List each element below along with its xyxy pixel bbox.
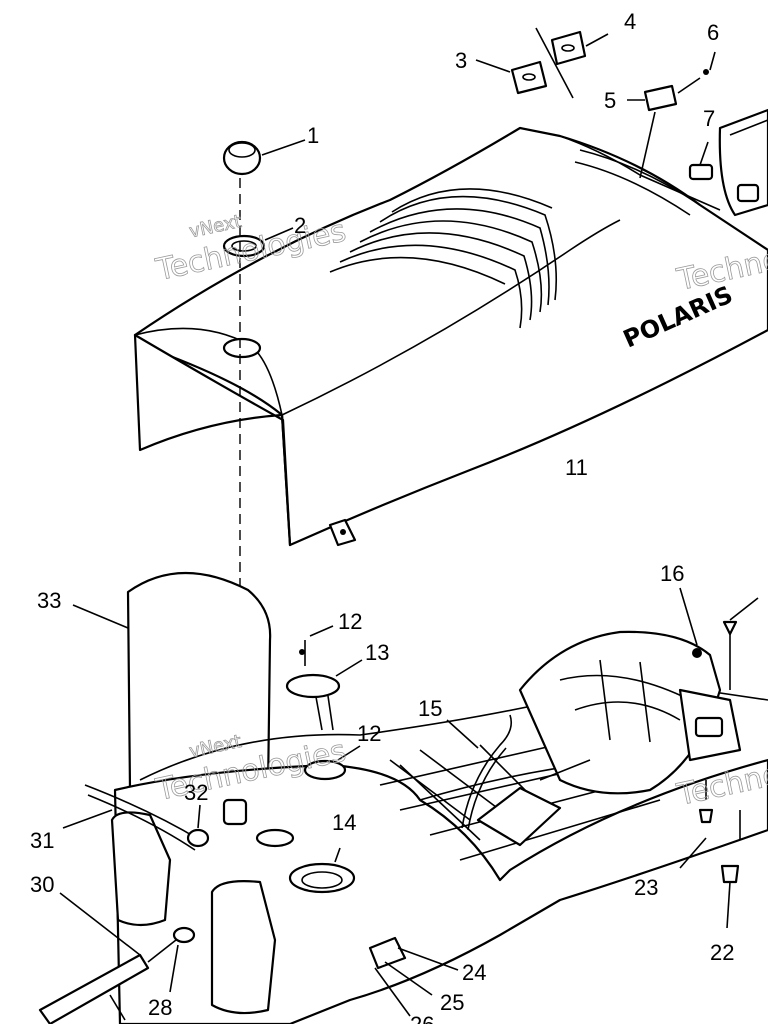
tank-rear-hump (518, 630, 722, 795)
callout-31: 31 (30, 828, 54, 853)
callout-33: 33 (37, 588, 61, 613)
heat-shield (126, 571, 272, 792)
tank-front-pod (210, 880, 277, 1015)
callout-28: 28 (148, 995, 172, 1020)
callout-1: 1 (307, 123, 319, 148)
fuel-sender (285, 673, 341, 699)
seat-ribs (329, 188, 557, 329)
callout-7: 7 (703, 106, 715, 131)
callout-12b: 12 (357, 721, 381, 746)
callout-32: 32 (184, 780, 208, 805)
seat-front-face (133, 333, 292, 547)
callout-3: 3 (455, 48, 467, 73)
callout-14: 14 (332, 810, 356, 835)
callout-23: 23 (634, 875, 658, 900)
callout-13: 13 (365, 640, 389, 665)
fuel-cap (222, 139, 306, 176)
rear-bracket (688, 108, 768, 217)
cap-gasket (222, 227, 294, 258)
callout-5: 5 (604, 88, 616, 113)
callout-15: 15 (418, 696, 442, 721)
callout-24: 24 (462, 960, 486, 985)
hinge-plates (475, 27, 716, 179)
seat-assembly: POLARIS (133, 126, 768, 547)
tank-left-pod (110, 811, 172, 927)
fuel-tank-assembly (38, 571, 768, 1024)
callout-labels: 1 2 3 4 5 6 7 11 12 13 12 14 15 16 22 23… (30, 9, 734, 1024)
callout-6: 6 (707, 20, 719, 45)
callout-22: 22 (710, 940, 734, 965)
callout-30: 30 (30, 872, 54, 897)
callout-25: 25 (440, 990, 464, 1015)
callout-4: 4 (624, 9, 636, 34)
callout-2: 2 (294, 213, 306, 238)
callout-26: 26 (410, 1012, 434, 1024)
callout-11: 11 (565, 455, 588, 480)
callout-16: 16 (660, 561, 684, 586)
callout-12a: 12 (338, 609, 362, 634)
